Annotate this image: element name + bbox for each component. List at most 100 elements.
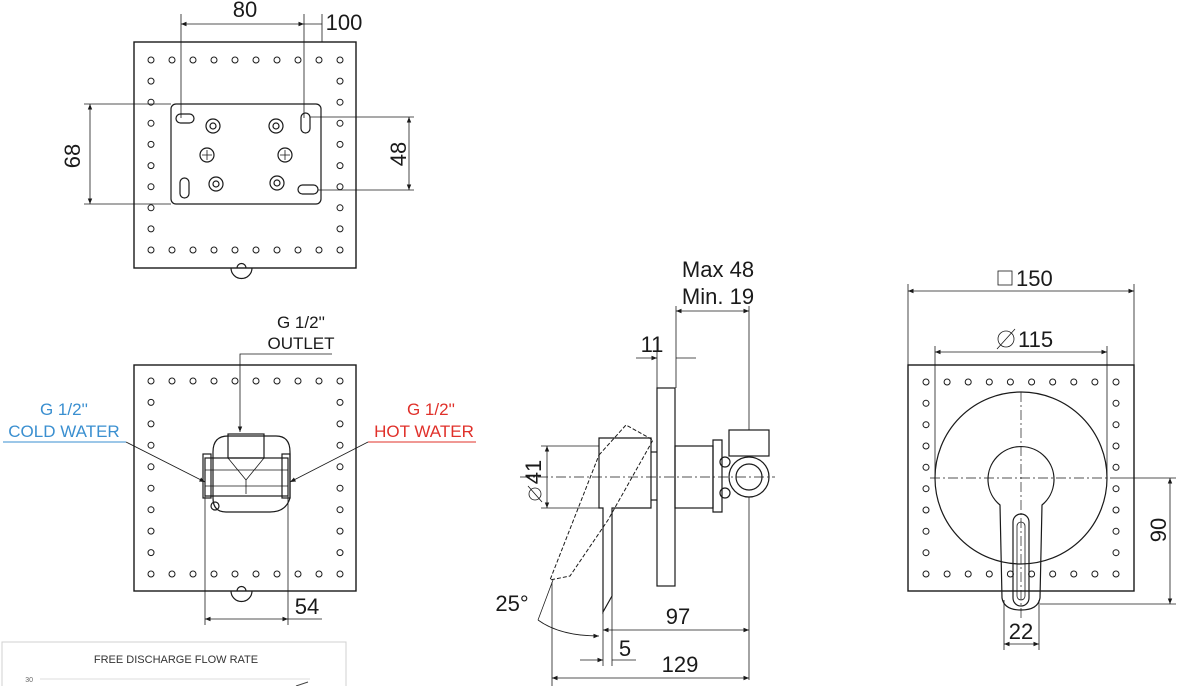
mounting-hole bbox=[1112, 463, 1120, 471]
mounting-hole bbox=[336, 398, 344, 406]
dim-54-label: 54 bbox=[295, 594, 319, 619]
mounting-hole bbox=[294, 570, 302, 578]
top-view-plate bbox=[133, 41, 357, 269]
mounting-hole bbox=[336, 377, 344, 385]
mounting-hole bbox=[922, 527, 930, 535]
mounting-hole bbox=[168, 570, 176, 578]
mounting-hole bbox=[1091, 570, 1099, 578]
mounting-hole bbox=[147, 204, 155, 212]
mounting-hole bbox=[147, 377, 155, 385]
mounting-hole bbox=[273, 570, 281, 578]
dim-5-label: 5 bbox=[619, 636, 631, 661]
outlet-leader bbox=[237, 353, 332, 432]
port-circle bbox=[205, 118, 221, 134]
mounting-hole bbox=[231, 246, 239, 254]
hot-water-leader bbox=[289, 441, 369, 483]
dim-11-label: 11 bbox=[641, 332, 664, 357]
mounting-hole bbox=[336, 570, 344, 578]
cold-water-leader bbox=[125, 441, 206, 483]
mounting-hole bbox=[922, 421, 930, 429]
mounting-hole bbox=[147, 77, 155, 85]
mounting-hole bbox=[1112, 399, 1120, 407]
mounting-hole bbox=[336, 246, 344, 254]
mounting-hole bbox=[168, 56, 176, 64]
dim-min-label: Min. 19 bbox=[682, 284, 754, 309]
mounting-hole bbox=[273, 246, 281, 254]
mounting-hole bbox=[189, 246, 197, 254]
mounting-hole bbox=[294, 377, 302, 385]
mounting-hole bbox=[210, 56, 218, 64]
mounting-hole bbox=[147, 420, 155, 428]
mounting-hole bbox=[315, 570, 323, 578]
cold-inlet-connector bbox=[202, 453, 212, 499]
outlet-side bbox=[728, 429, 770, 457]
mounting-hole bbox=[922, 463, 930, 471]
mounting-hole bbox=[1112, 527, 1120, 535]
mounting-hole bbox=[1070, 570, 1078, 578]
mounting-hole bbox=[336, 225, 344, 233]
mounting-hole bbox=[147, 183, 155, 191]
mounting-hole bbox=[147, 484, 155, 492]
mounting-hole bbox=[336, 98, 344, 106]
plate-view: 150 115 90 22 bbox=[907, 266, 1176, 650]
mounting-hole bbox=[147, 463, 155, 471]
mounting-hole bbox=[1091, 378, 1099, 386]
mounting-hole bbox=[985, 378, 993, 386]
outlet-size-label: G 1/2'' bbox=[277, 313, 325, 332]
dim-angle-arc bbox=[537, 619, 600, 639]
dim-max-label: Max 48 bbox=[682, 257, 754, 282]
dim-68-label: 68 bbox=[60, 144, 85, 168]
dim-100-label: 100 bbox=[326, 10, 363, 35]
mounting-hole bbox=[147, 441, 155, 449]
mounting-hole bbox=[210, 570, 218, 578]
mounting-hole bbox=[273, 56, 281, 64]
mounting-hole bbox=[985, 570, 993, 578]
outlet-label: OUTLET bbox=[267, 334, 334, 353]
flow-chart-title: FREE DISCHARGE FLOW RATE bbox=[94, 654, 258, 666]
mounting-hole bbox=[189, 570, 197, 578]
top-view: 80 100 68 48 bbox=[60, 0, 414, 280]
mounting-hole bbox=[210, 246, 218, 254]
port-circle bbox=[269, 175, 285, 191]
hot-inlet-connector bbox=[281, 453, 291, 499]
dim-48-label: 48 bbox=[386, 142, 411, 166]
slot-hole bbox=[179, 177, 190, 199]
mounting-hole bbox=[1112, 442, 1120, 450]
cold-water-label: COLD WATER bbox=[8, 422, 119, 441]
dim-80-label: 80 bbox=[233, 0, 257, 22]
dim-90-label: 90 bbox=[1146, 518, 1171, 542]
mounting-hole bbox=[147, 225, 155, 233]
top-view-tab-slot bbox=[236, 262, 247, 269]
mounting-hole bbox=[336, 204, 344, 212]
dim-41-label: 41 bbox=[521, 460, 546, 484]
mounting-hole bbox=[147, 119, 155, 127]
mounting-hole bbox=[336, 420, 344, 428]
mounting-hole bbox=[294, 56, 302, 64]
mounting-hole bbox=[922, 549, 930, 557]
port-circle bbox=[268, 118, 284, 134]
front-view-tab bbox=[230, 590, 253, 603]
cover-plate-side bbox=[656, 387, 676, 587]
mounting-hole bbox=[336, 77, 344, 85]
front-view-plate bbox=[133, 364, 357, 592]
top-view-mounting-holes bbox=[147, 56, 344, 254]
dim-150-label: 150 bbox=[1016, 266, 1053, 291]
mounting-hole bbox=[189, 377, 197, 385]
mounting-hole bbox=[147, 56, 155, 64]
flow-rate-chart: FREE DISCHARGE FLOW RATE 30 bbox=[1, 641, 347, 686]
mounting-hole bbox=[922, 378, 930, 386]
slot-hole bbox=[297, 184, 319, 195]
mounting-hole bbox=[315, 56, 323, 64]
port-circle bbox=[208, 176, 224, 192]
mounting-hole bbox=[336, 527, 344, 535]
mounting-hole bbox=[273, 377, 281, 385]
top-view-tab bbox=[230, 267, 253, 280]
lever-handle bbox=[987, 445, 1055, 611]
mounting-hole bbox=[231, 570, 239, 578]
mounting-hole bbox=[168, 246, 176, 254]
mounting-hole bbox=[336, 140, 344, 148]
mounting-hole bbox=[315, 246, 323, 254]
mounting-hole bbox=[1049, 378, 1057, 386]
mounting-hole bbox=[147, 506, 155, 514]
mounting-hole bbox=[231, 56, 239, 64]
